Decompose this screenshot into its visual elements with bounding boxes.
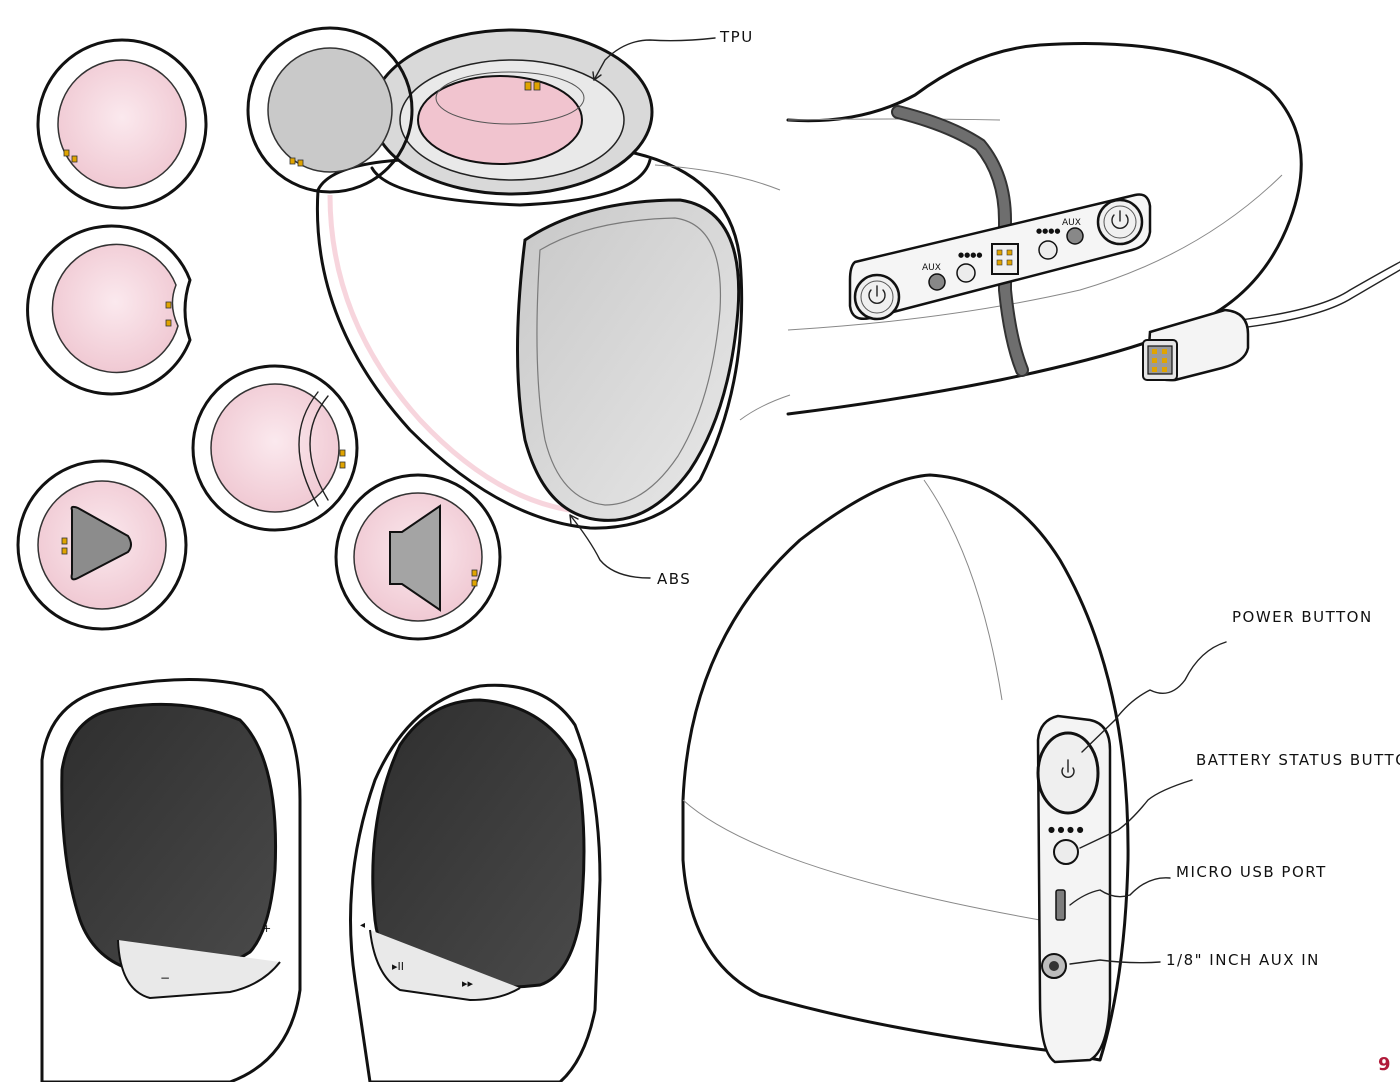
aux-port-right[interactable] [1066, 227, 1084, 245]
power-button-right[interactable] [1096, 198, 1144, 246]
callout-tpu: TPU [592, 28, 754, 81]
battery-dots-left: ●●●● [958, 251, 982, 259]
cable-connector [1142, 261, 1400, 382]
previous-track-button[interactable]: ◂ [360, 920, 365, 931]
battery-button-right[interactable] [1038, 240, 1058, 260]
battery-status-button[interactable] [1053, 839, 1079, 865]
callout-battery-status-button-label: BATTERY STATUS BUTTON [1196, 751, 1400, 769]
callout-micro-usb-port-label: MICRO USB PORT [1176, 863, 1327, 881]
disc-variation-speaker [334, 473, 502, 641]
aux-label-left: AUX [922, 263, 941, 273]
play-pause-button[interactable]: ▸II [392, 960, 404, 973]
aux-label-right: AUX [1062, 218, 1081, 228]
volume-up-button[interactable]: + [262, 922, 271, 935]
speaker-large-side: ● ● ● ● [681, 473, 1130, 1064]
page-number: 9 [1378, 1054, 1391, 1075]
battery-status-dots: ● ● ● ● [1048, 825, 1084, 834]
callout-abs-label: ABS [657, 570, 691, 588]
speaker-main-pink [315, 28, 791, 530]
callout-aux-in: 1/8" INCH AUX IN [1069, 951, 1320, 969]
callout-micro-usb-port: MICRO USB PORT [1069, 863, 1327, 906]
battery-dots-right: ●●●● [1036, 227, 1060, 235]
speaker-grille-right: ▸II ▸▸ ◂ [349, 683, 602, 1082]
power-button[interactable] [1036, 731, 1100, 815]
volume-down-button[interactable]: − [160, 971, 170, 985]
power-button-left[interactable] [853, 273, 901, 321]
disc-overlay-grey [246, 26, 414, 194]
magnetic-connector [991, 243, 1019, 275]
disc-variation-2 [26, 224, 192, 396]
disc-variation-3 [191, 364, 359, 532]
battery-button-left[interactable] [956, 263, 976, 283]
next-track-button[interactable]: ▸▸ [462, 977, 474, 990]
callout-power-button: POWER BUTTON [1081, 608, 1373, 753]
callout-tpu-label: TPU [719, 28, 754, 46]
callout-abs: ABS [569, 514, 691, 588]
disc-variation-play [16, 459, 188, 631]
aux-port-left[interactable] [928, 273, 946, 291]
micro-usb-port[interactable] [1055, 889, 1066, 921]
panel-detail: AUX ●●●● ●●●● AUX [786, 42, 1303, 416]
speaker-grille-left: − + [40, 677, 302, 1082]
callout-power-button-label: POWER BUTTON [1232, 608, 1373, 626]
callout-battery-status-button: BATTERY STATUS BUTTON [1079, 751, 1400, 849]
callout-aux-in-label: 1/8" INCH AUX IN [1166, 951, 1320, 969]
disc-variation-1 [36, 38, 208, 210]
